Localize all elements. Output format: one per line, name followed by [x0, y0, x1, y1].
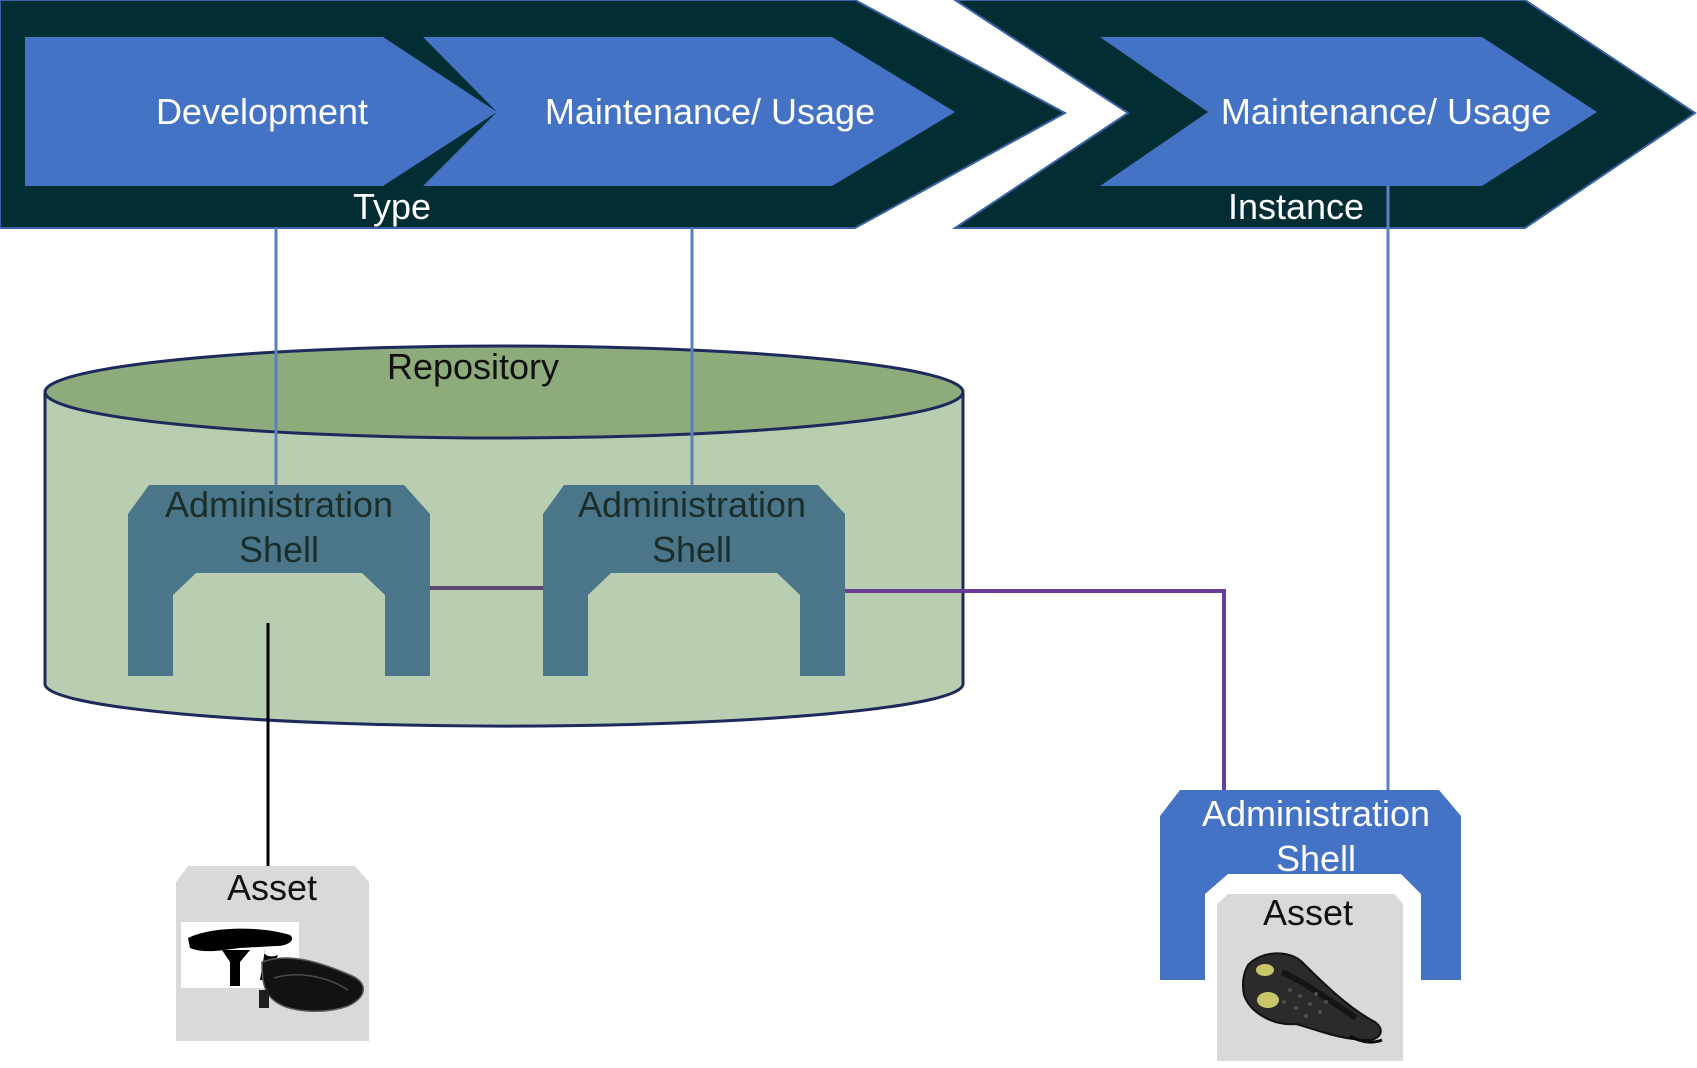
- type-admin-shell-2: Administration Shell: [543, 484, 845, 676]
- bike-saddle-instance-image: [1242, 952, 1383, 1044]
- type-maintenance-label: Maintenance/ Usage: [545, 91, 875, 132]
- type-asset: Asset: [176, 866, 369, 1041]
- type-shell-to-instance-shell-connector: [845, 589, 1226, 790]
- instance-admin-shell: Administration Shell Asset: [1160, 790, 1461, 1067]
- admin-shell-2-label-line2: Shell: [652, 529, 732, 570]
- type-asset-label: Asset: [227, 867, 317, 908]
- type-maintenance-chevron: [423, 37, 955, 186]
- admin-shell-2-label-line1: Administration: [578, 484, 806, 525]
- bike-saddle-type-image: [181, 922, 364, 1012]
- admin-shell-2-shape: [543, 485, 845, 676]
- instance-asset: Asset: [1211, 888, 1409, 1067]
- instance-asset-label: Asset: [1263, 892, 1353, 933]
- type-phase-label: Type: [353, 186, 431, 227]
- instance-shell-shape: [1160, 790, 1461, 980]
- type-lifecycle-band: Development Maintenance/ Usage Type: [0, 0, 1068, 229]
- type-admin-shell-1: Administration Shell: [128, 484, 430, 676]
- connectors: [266, 186, 1390, 866]
- development-label: Development: [156, 91, 368, 132]
- admin-shell-1-shape: [128, 485, 430, 676]
- instance-maintenance-label: Maintenance/ Usage: [1221, 91, 1551, 132]
- instance-maintenance-chevron: [1100, 37, 1597, 186]
- development-chevron: [25, 37, 497, 186]
- instance-phase-label: Instance: [1228, 186, 1364, 227]
- instance-shell-label-line2: Shell: [1276, 838, 1356, 879]
- repository-label: Repository: [387, 346, 559, 387]
- instance-lifecycle-band: Maintenance/ Usage Instance: [951, 0, 1697, 229]
- admin-shell-1-label-line2: Shell: [239, 529, 319, 570]
- admin-shell-1-label-line1: Administration: [165, 484, 393, 525]
- instance-shell-label-line1: Administration: [1202, 793, 1430, 834]
